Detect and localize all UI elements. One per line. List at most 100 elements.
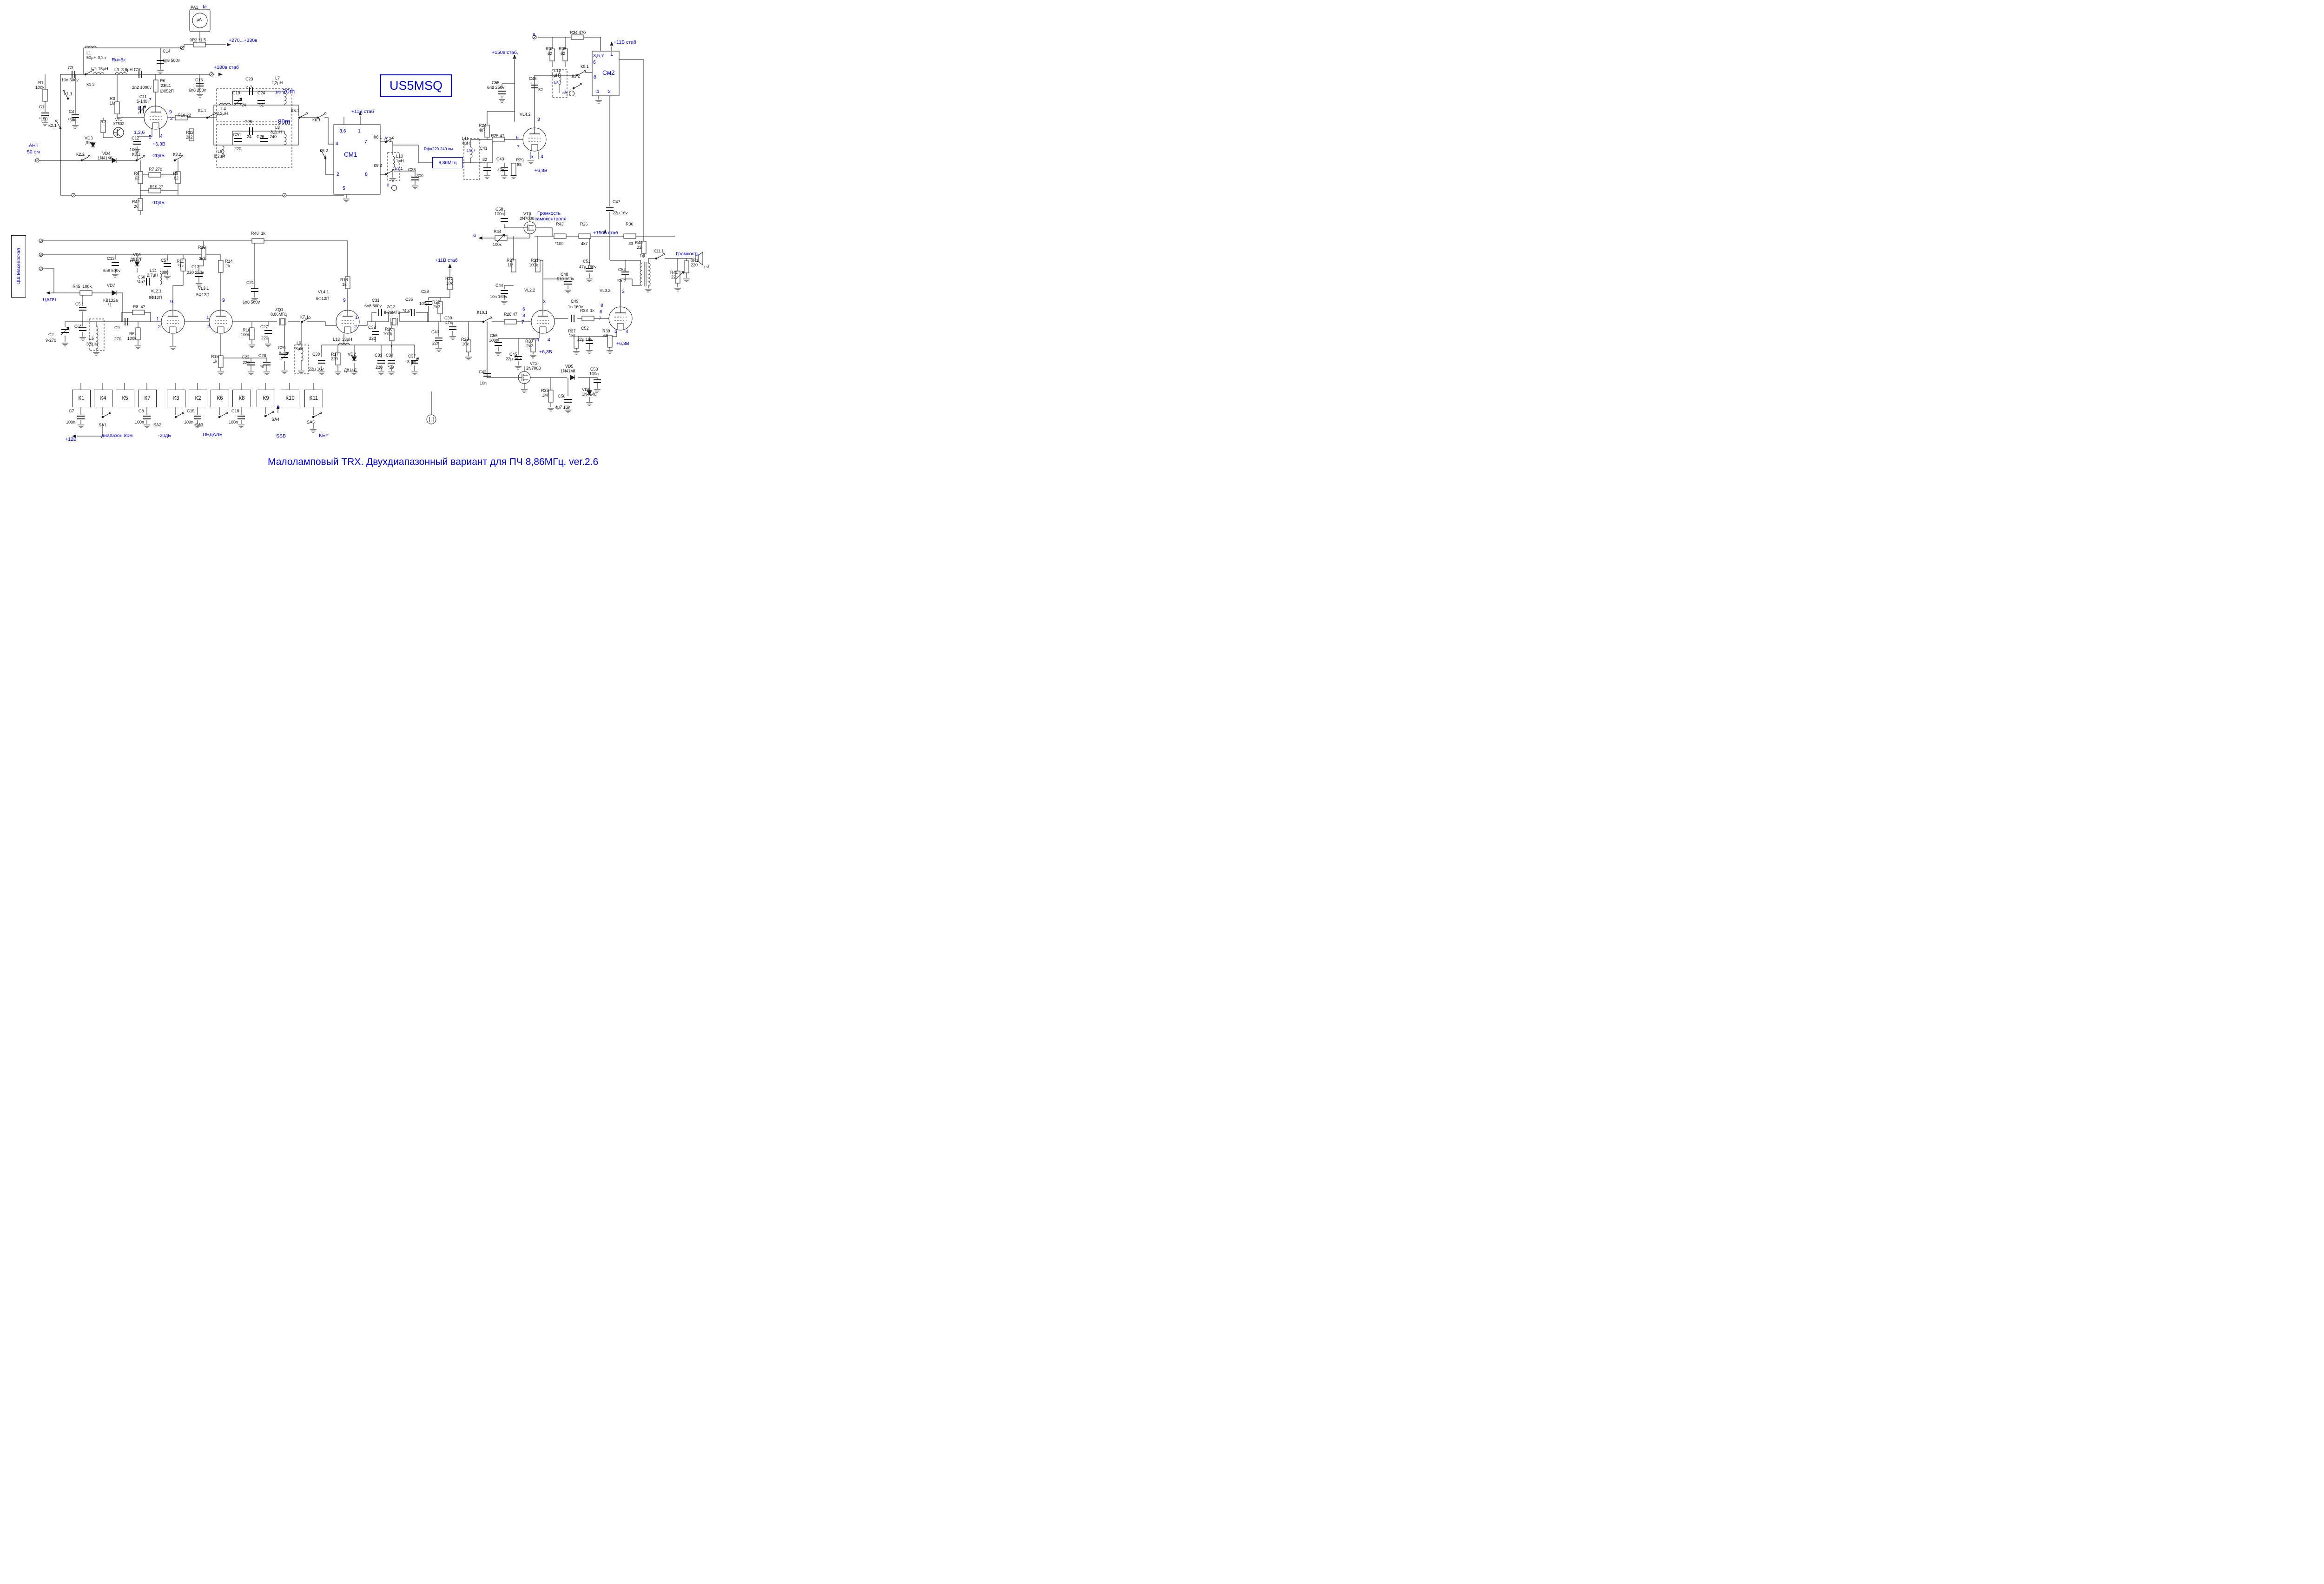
schematic-label: 1 xyxy=(610,52,613,57)
schematic-label: R16 xyxy=(243,328,251,332)
schematic-label: R15 xyxy=(211,354,219,359)
schematic-label: 2,2μН xyxy=(217,111,228,116)
schematic-label: VD1 xyxy=(133,252,141,257)
if-filter-box: 8,86МГц xyxy=(432,157,463,168)
schematic-label: 100k xyxy=(127,336,137,341)
schematic-label: Rн=5к xyxy=(112,57,125,63)
schematic-label: 8,86МГц xyxy=(271,312,287,317)
schematic-label: *39 xyxy=(388,365,394,370)
schematic-label: L12 xyxy=(554,68,561,73)
schematic-label: R35 xyxy=(559,46,567,51)
schematic-label: *680 xyxy=(68,118,77,122)
schematic-label: R25 47 xyxy=(491,133,505,138)
schematic-label: 22μ 16v xyxy=(577,337,593,342)
schematic-label: -10дБ xyxy=(152,200,165,205)
schematic-label: 270 xyxy=(114,337,122,341)
schematic-label: К3.2 xyxy=(173,152,181,157)
schematic-label: 22 xyxy=(637,245,642,250)
schematic-label: VL2.2 xyxy=(524,288,535,292)
schematic-label: 100k xyxy=(241,332,250,337)
schematic-label: C46 xyxy=(529,76,537,81)
schematic-label: 8-40 xyxy=(279,351,288,356)
schematic-label: C36 xyxy=(408,167,416,172)
schematic-label: R41 xyxy=(670,270,678,275)
schematic-label: C56 xyxy=(490,333,498,338)
schematic-label: 100n xyxy=(589,371,599,376)
schematic-label: C23 xyxy=(245,77,253,81)
schematic-label: Громкость xyxy=(676,251,700,257)
schematic-label: 2N7000 xyxy=(520,216,535,221)
schematic-label: 1N4148 xyxy=(582,392,597,397)
schematic-label: C26 xyxy=(257,134,264,139)
relay-box: К6 xyxy=(211,390,229,407)
schematic-label: R12 xyxy=(186,130,194,135)
schematic-label: 8 xyxy=(365,172,368,177)
schematic-label: 9-270 xyxy=(46,338,57,343)
schematic-label: 82 xyxy=(482,157,488,162)
schematic-label: μA xyxy=(197,17,202,22)
schematic-label: 7 xyxy=(149,97,152,103)
schematic-label: 3 xyxy=(537,117,540,122)
schematic-label: Громкость xyxy=(537,211,561,216)
schematic-label: R21 xyxy=(445,276,453,281)
schematic-label: А xyxy=(564,90,567,94)
schematic-label: 1/2,1 xyxy=(394,166,403,171)
schematic-label: 7 xyxy=(517,144,520,150)
schematic-label: К11.1 xyxy=(654,249,664,253)
schematic-label: C27 xyxy=(260,325,268,329)
schematic-label: R37 xyxy=(568,329,576,333)
schematic-label: 22n xyxy=(432,341,440,345)
schematic-label: C31 xyxy=(372,298,380,303)
schematic-label: 220 250v xyxy=(187,270,205,275)
schematic-label: 4μ7 16v xyxy=(555,405,570,410)
schematic-label: 6Ф12П xyxy=(196,292,210,297)
schematic-label: L4 xyxy=(221,106,226,111)
schematic-label: 6n8 500v xyxy=(243,300,260,305)
schematic-label: 6n8 500v xyxy=(364,304,382,308)
schematic-label: C38 xyxy=(421,289,429,294)
schematic-label: К10.1 xyxy=(477,310,488,315)
schematic-label: 100n xyxy=(66,420,76,424)
schematic-label: 6Ф12П xyxy=(316,296,330,301)
schematic-label: 100k xyxy=(529,263,538,267)
schematic-label: КТ502 xyxy=(113,122,124,126)
schematic-label: 6Ж52П xyxy=(160,89,174,93)
schematic-label: R1 xyxy=(38,80,44,85)
schematic-label: C13 xyxy=(107,256,115,261)
schematic-label: R38 1k xyxy=(580,308,595,313)
schematic-label: 220 xyxy=(691,263,698,267)
schematic-label: 2 xyxy=(170,116,173,121)
schematic-label: К6.1 xyxy=(312,118,321,122)
schematic-label: C55 xyxy=(492,80,500,85)
schematic-label: 1M xyxy=(508,263,514,267)
schematic-label: 2,2μН xyxy=(271,80,283,85)
schematic-label: 4 xyxy=(626,329,628,334)
schematic-label: К8.1 xyxy=(374,135,382,139)
schematic-label: C22 xyxy=(242,355,250,359)
relay-box: К11 xyxy=(304,390,323,407)
schematic-label: 33 xyxy=(628,241,634,246)
schematic-label: R18 xyxy=(340,278,348,282)
schematic-label: 240 xyxy=(270,134,277,139)
relay-box: К10 xyxy=(281,390,299,407)
schematic-label: C41 xyxy=(480,146,488,151)
schematic-label: 5 xyxy=(536,337,539,343)
schematic-label: К3.1 xyxy=(132,152,140,157)
schematic-label: L1 xyxy=(86,51,92,55)
schematic-label: R45 100k xyxy=(73,284,92,289)
schematic-label: 1k xyxy=(226,264,231,268)
schematic-label: +270...+330в xyxy=(229,38,257,43)
schematic-label: C47 xyxy=(613,199,621,204)
schematic-label: 2 xyxy=(608,89,611,94)
schematic-label: 2k2 xyxy=(433,305,440,309)
schematic-label: C6* xyxy=(74,324,82,329)
schematic-label: 4μН xyxy=(462,141,470,146)
schematic-label: 1M xyxy=(542,393,548,398)
schematic-label: 9 xyxy=(170,299,173,305)
schematic-label: C15 xyxy=(187,409,195,413)
schematic-label: R40 xyxy=(635,240,643,245)
schematic-label: 8,2μН xyxy=(214,154,225,159)
schematic-label: К9.1 xyxy=(581,64,589,69)
schematic-label: 2k2 xyxy=(186,135,193,139)
